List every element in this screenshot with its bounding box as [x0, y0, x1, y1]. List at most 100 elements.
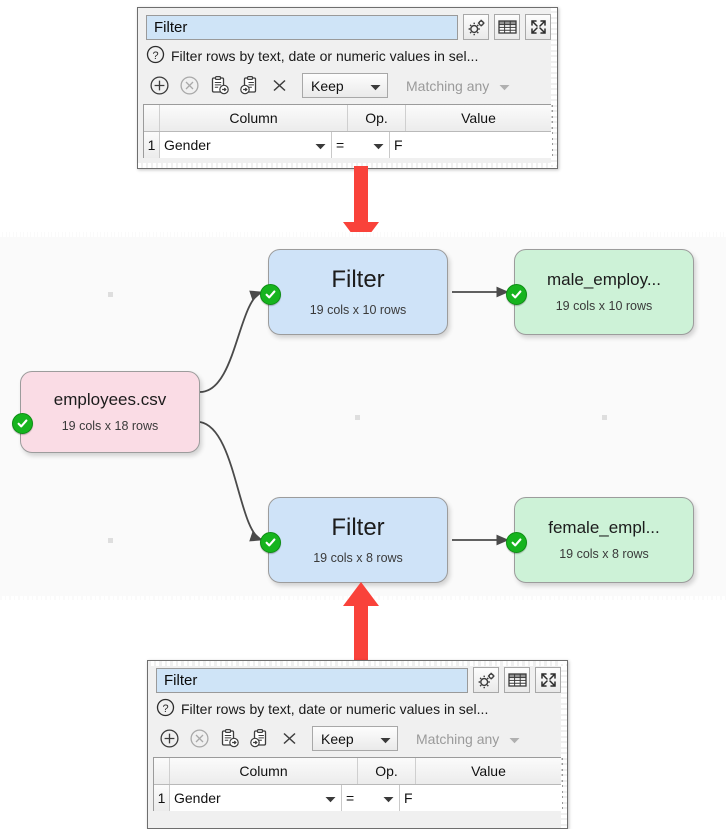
- filter-dialog-top[interactable]: Filter: [137, 7, 558, 169]
- gears-icon[interactable]: [473, 667, 499, 693]
- row-op-select[interactable]: =: [342, 785, 400, 811]
- flow-node-output-male[interactable]: male_employ... 19 cols x 10 rows: [506, 249, 694, 335]
- node-subtitle: 19 cols x 8 rows: [559, 546, 649, 561]
- help-icon[interactable]: ?: [156, 698, 175, 720]
- status-ok-icon: [12, 413, 33, 434]
- table-row[interactable]: 1 Gender = F: [144, 132, 552, 158]
- row-column-value: Gender: [174, 790, 221, 806]
- header-op[interactable]: Op.: [348, 105, 406, 131]
- node-subtitle: 19 cols x 8 rows: [313, 550, 403, 565]
- header-column[interactable]: Column: [170, 758, 358, 784]
- table-row[interactable]: 1 Gender = F: [154, 785, 562, 811]
- torn-edge-top: [148, 661, 567, 666]
- flow-edges: [199, 286, 509, 546]
- gears-icon[interactable]: [463, 14, 489, 40]
- corner-cell: [144, 105, 160, 131]
- status-ok-icon: [506, 532, 527, 553]
- chevron-down-icon: [380, 731, 391, 747]
- table-header-row: Column Op. Value: [144, 105, 552, 132]
- filter-match-select-bottom[interactable]: Matching any: [407, 726, 527, 751]
- row-op-select[interactable]: =: [332, 132, 390, 158]
- chevron-down-icon: [509, 731, 520, 747]
- row-column-value: Gender: [164, 137, 211, 153]
- flow-node-source[interactable]: employees.csv 19 cols x 18 rows: [12, 371, 200, 453]
- remove-row-icon[interactable]: [186, 725, 213, 752]
- torn-edge-right: [561, 661, 567, 828]
- flow-node-filter-female[interactable]: Filter 19 cols x 8 rows: [260, 497, 448, 583]
- filter-name-input-bottom[interactable]: Filter: [156, 667, 468, 693]
- row-index: 1: [154, 785, 170, 811]
- grid-dot: [108, 538, 113, 543]
- filter-name-input-top[interactable]: Filter: [146, 14, 458, 40]
- node-title: employees.csv: [53, 391, 167, 410]
- expand-icon[interactable]: [525, 14, 551, 40]
- grid-dot: [108, 292, 113, 297]
- header-value[interactable]: Value: [416, 758, 562, 784]
- node-title: Filter: [331, 267, 385, 294]
- paste-from-clipboard-icon[interactable]: [236, 72, 263, 99]
- chevron-down-icon: [370, 78, 381, 94]
- filter-match-value-bottom: Matching any: [416, 730, 500, 747]
- bottom-description-row: ? Filter rows by text, date or numeric v…: [148, 697, 567, 723]
- node-subtitle: 19 cols x 10 rows: [555, 298, 653, 313]
- filter-mode-select-top[interactable]: Keep: [302, 73, 388, 98]
- flow-node-filter-male[interactable]: Filter 19 cols x 10 rows: [260, 249, 448, 335]
- top-toolbar: Keep Matching any: [138, 70, 557, 104]
- chevron-down-icon: [499, 78, 510, 94]
- node-title: Filter: [331, 515, 385, 542]
- flow-canvas[interactable]: employees.csv 19 cols x 18 rows Filter 1…: [0, 232, 726, 600]
- row-op-value: =: [346, 790, 355, 806]
- row-value-input[interactable]: F: [394, 137, 403, 153]
- node-title: female_empl...: [548, 519, 660, 538]
- top-title-row: Filter: [138, 8, 557, 44]
- filter-conditions-table-top: Column Op. Value 1 Gender = F: [143, 104, 553, 158]
- row-value-input[interactable]: F: [404, 790, 413, 806]
- svg-text:?: ?: [162, 703, 168, 715]
- add-row-icon[interactable]: [146, 72, 173, 99]
- add-row-icon[interactable]: [156, 725, 183, 752]
- status-ok-icon: [260, 532, 281, 553]
- top-description-row: ? Filter rows by text, date or numeric v…: [138, 44, 557, 70]
- filter-conditions-table-bottom: Column Op. Value 1 Gender = F: [153, 757, 563, 811]
- chevron-down-icon: [315, 137, 326, 153]
- copy-to-clipboard-icon[interactable]: [216, 725, 243, 752]
- row-index: 1: [144, 132, 160, 158]
- header-op[interactable]: Op.: [358, 758, 416, 784]
- paste-from-clipboard-icon[interactable]: [246, 725, 273, 752]
- chevron-down-icon: [373, 137, 384, 153]
- bottom-title-row: Filter: [148, 661, 567, 697]
- row-op-value: =: [336, 137, 345, 153]
- node-subtitle: 19 cols x 18 rows: [61, 418, 159, 433]
- grid-dot: [355, 415, 360, 420]
- annotation-arrow-up: [331, 580, 391, 664]
- header-value[interactable]: Value: [406, 105, 552, 131]
- filter-description-bottom: Filter rows by text, date or numeric val…: [181, 701, 489, 717]
- clear-all-icon[interactable]: [266, 72, 293, 99]
- svg-text:?: ?: [152, 50, 158, 62]
- canvas-torn-top: [0, 232, 726, 237]
- copy-to-clipboard-icon[interactable]: [206, 72, 233, 99]
- filter-match-value-top: Matching any: [406, 77, 490, 94]
- chevron-down-icon: [325, 790, 336, 806]
- filter-mode-value-bottom: Keep: [321, 730, 354, 747]
- table-header-row: Column Op. Value: [154, 758, 562, 785]
- bottom-toolbar: Keep Matching any: [148, 723, 567, 757]
- filter-match-select-top[interactable]: Matching any: [397, 73, 517, 98]
- torn-edge-right: [551, 8, 557, 168]
- row-column-select[interactable]: Gender: [170, 785, 342, 811]
- expand-icon[interactable]: [535, 667, 561, 693]
- filter-description-top: Filter rows by text, date or numeric val…: [171, 48, 479, 64]
- row-column-select[interactable]: Gender: [160, 132, 332, 158]
- header-column[interactable]: Column: [160, 105, 348, 131]
- help-icon[interactable]: ?: [146, 45, 165, 67]
- node-title: male_employ...: [546, 271, 661, 290]
- table-icon[interactable]: [504, 667, 530, 693]
- flow-node-output-female[interactable]: female_empl... 19 cols x 8 rows: [506, 497, 694, 583]
- table-icon[interactable]: [494, 14, 520, 40]
- clear-all-icon[interactable]: [276, 725, 303, 752]
- corner-cell: [154, 758, 170, 784]
- status-ok-icon: [506, 284, 527, 305]
- filter-mode-select-bottom[interactable]: Keep: [312, 726, 398, 751]
- remove-row-icon[interactable]: [176, 72, 203, 99]
- filter-dialog-bottom[interactable]: Filter: [147, 660, 568, 829]
